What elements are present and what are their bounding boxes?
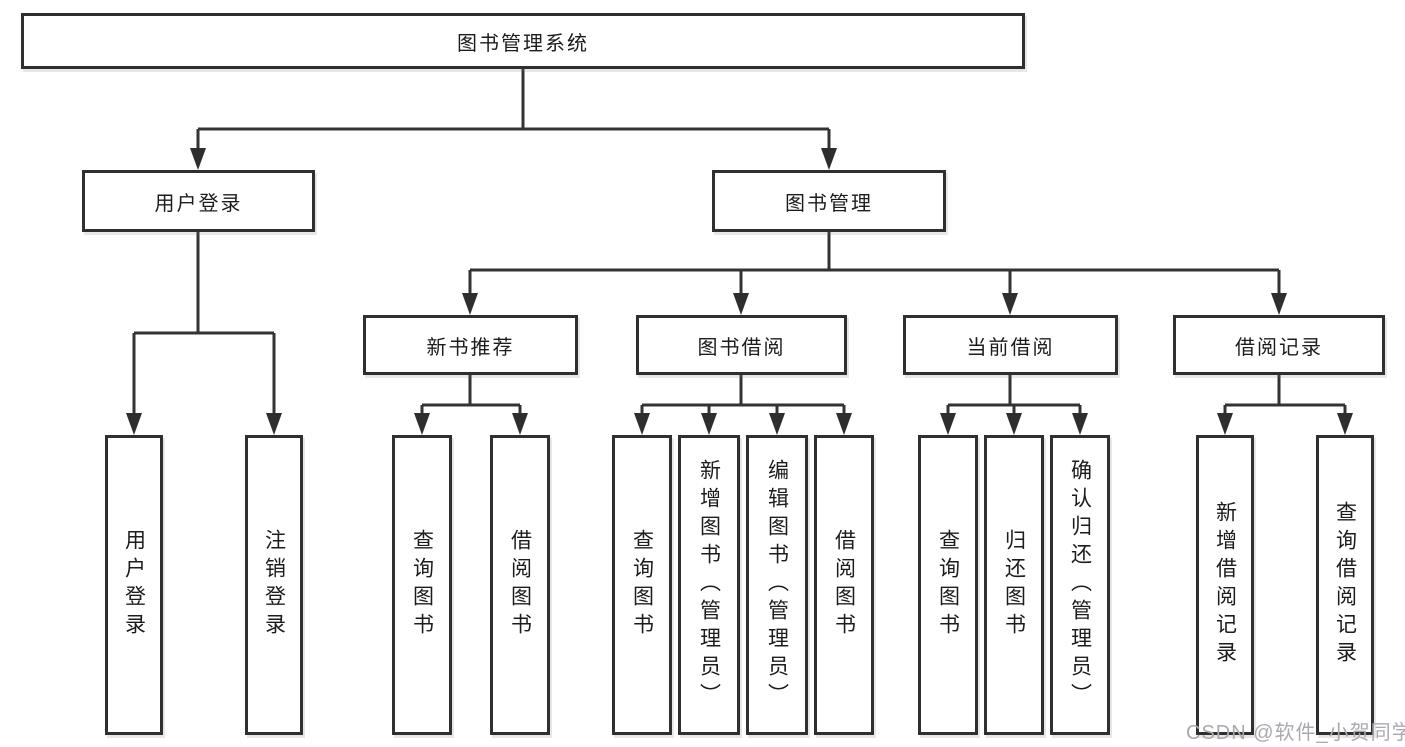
node-new-book-rec: 新书推荐: [363, 315, 578, 375]
leaf-user-login: 用户登录: [105, 435, 163, 735]
node-user-login: 用户登录: [82, 170, 315, 232]
leaf-bb-add-books: 新增图书（管理员）: [678, 435, 740, 735]
connector-book-borrow: [634, 375, 852, 435]
leaf-nb-borrow-books: 借阅图书: [490, 435, 550, 735]
node-book-mgmt: 图书管理: [712, 170, 946, 232]
node-current-borrow: 当前借阅: [903, 315, 1118, 375]
node-borrow-records: 借阅记录: [1173, 315, 1385, 375]
leaf-bb-query-books: 查询图书: [612, 435, 672, 735]
leaf-nb-query-books: 查询图书: [392, 435, 452, 735]
node-book-borrow: 图书借阅: [636, 315, 847, 375]
leaf-br-query-record: 查询借阅记录: [1316, 435, 1374, 735]
connector-new-book-rec: [414, 375, 528, 435]
leaf-cb-return-books: 归还图书: [984, 435, 1044, 735]
connector-book-mgmt: [462, 232, 1287, 315]
csdn-watermark: CSDN @软件_小贺同学: [1186, 722, 1405, 744]
connector-root: [190, 69, 837, 170]
leaf-cb-query-books: 查询图书: [918, 435, 978, 735]
connector-user-login: [126, 232, 282, 435]
leaf-logout: 注销登录: [245, 435, 303, 735]
leaf-cb-confirm-return: 确认归还（管理员）: [1050, 435, 1110, 735]
node-root: 图书管理系统: [21, 13, 1025, 69]
connector-borrow-records: [1217, 375, 1353, 435]
leaf-bb-borrow-books: 借阅图书: [814, 435, 874, 735]
connector-current-borrow: [940, 375, 1088, 435]
leaf-bb-edit-books: 编辑图书（管理员）: [746, 435, 808, 735]
leaf-br-add-record: 新增借阅记录: [1196, 435, 1254, 735]
